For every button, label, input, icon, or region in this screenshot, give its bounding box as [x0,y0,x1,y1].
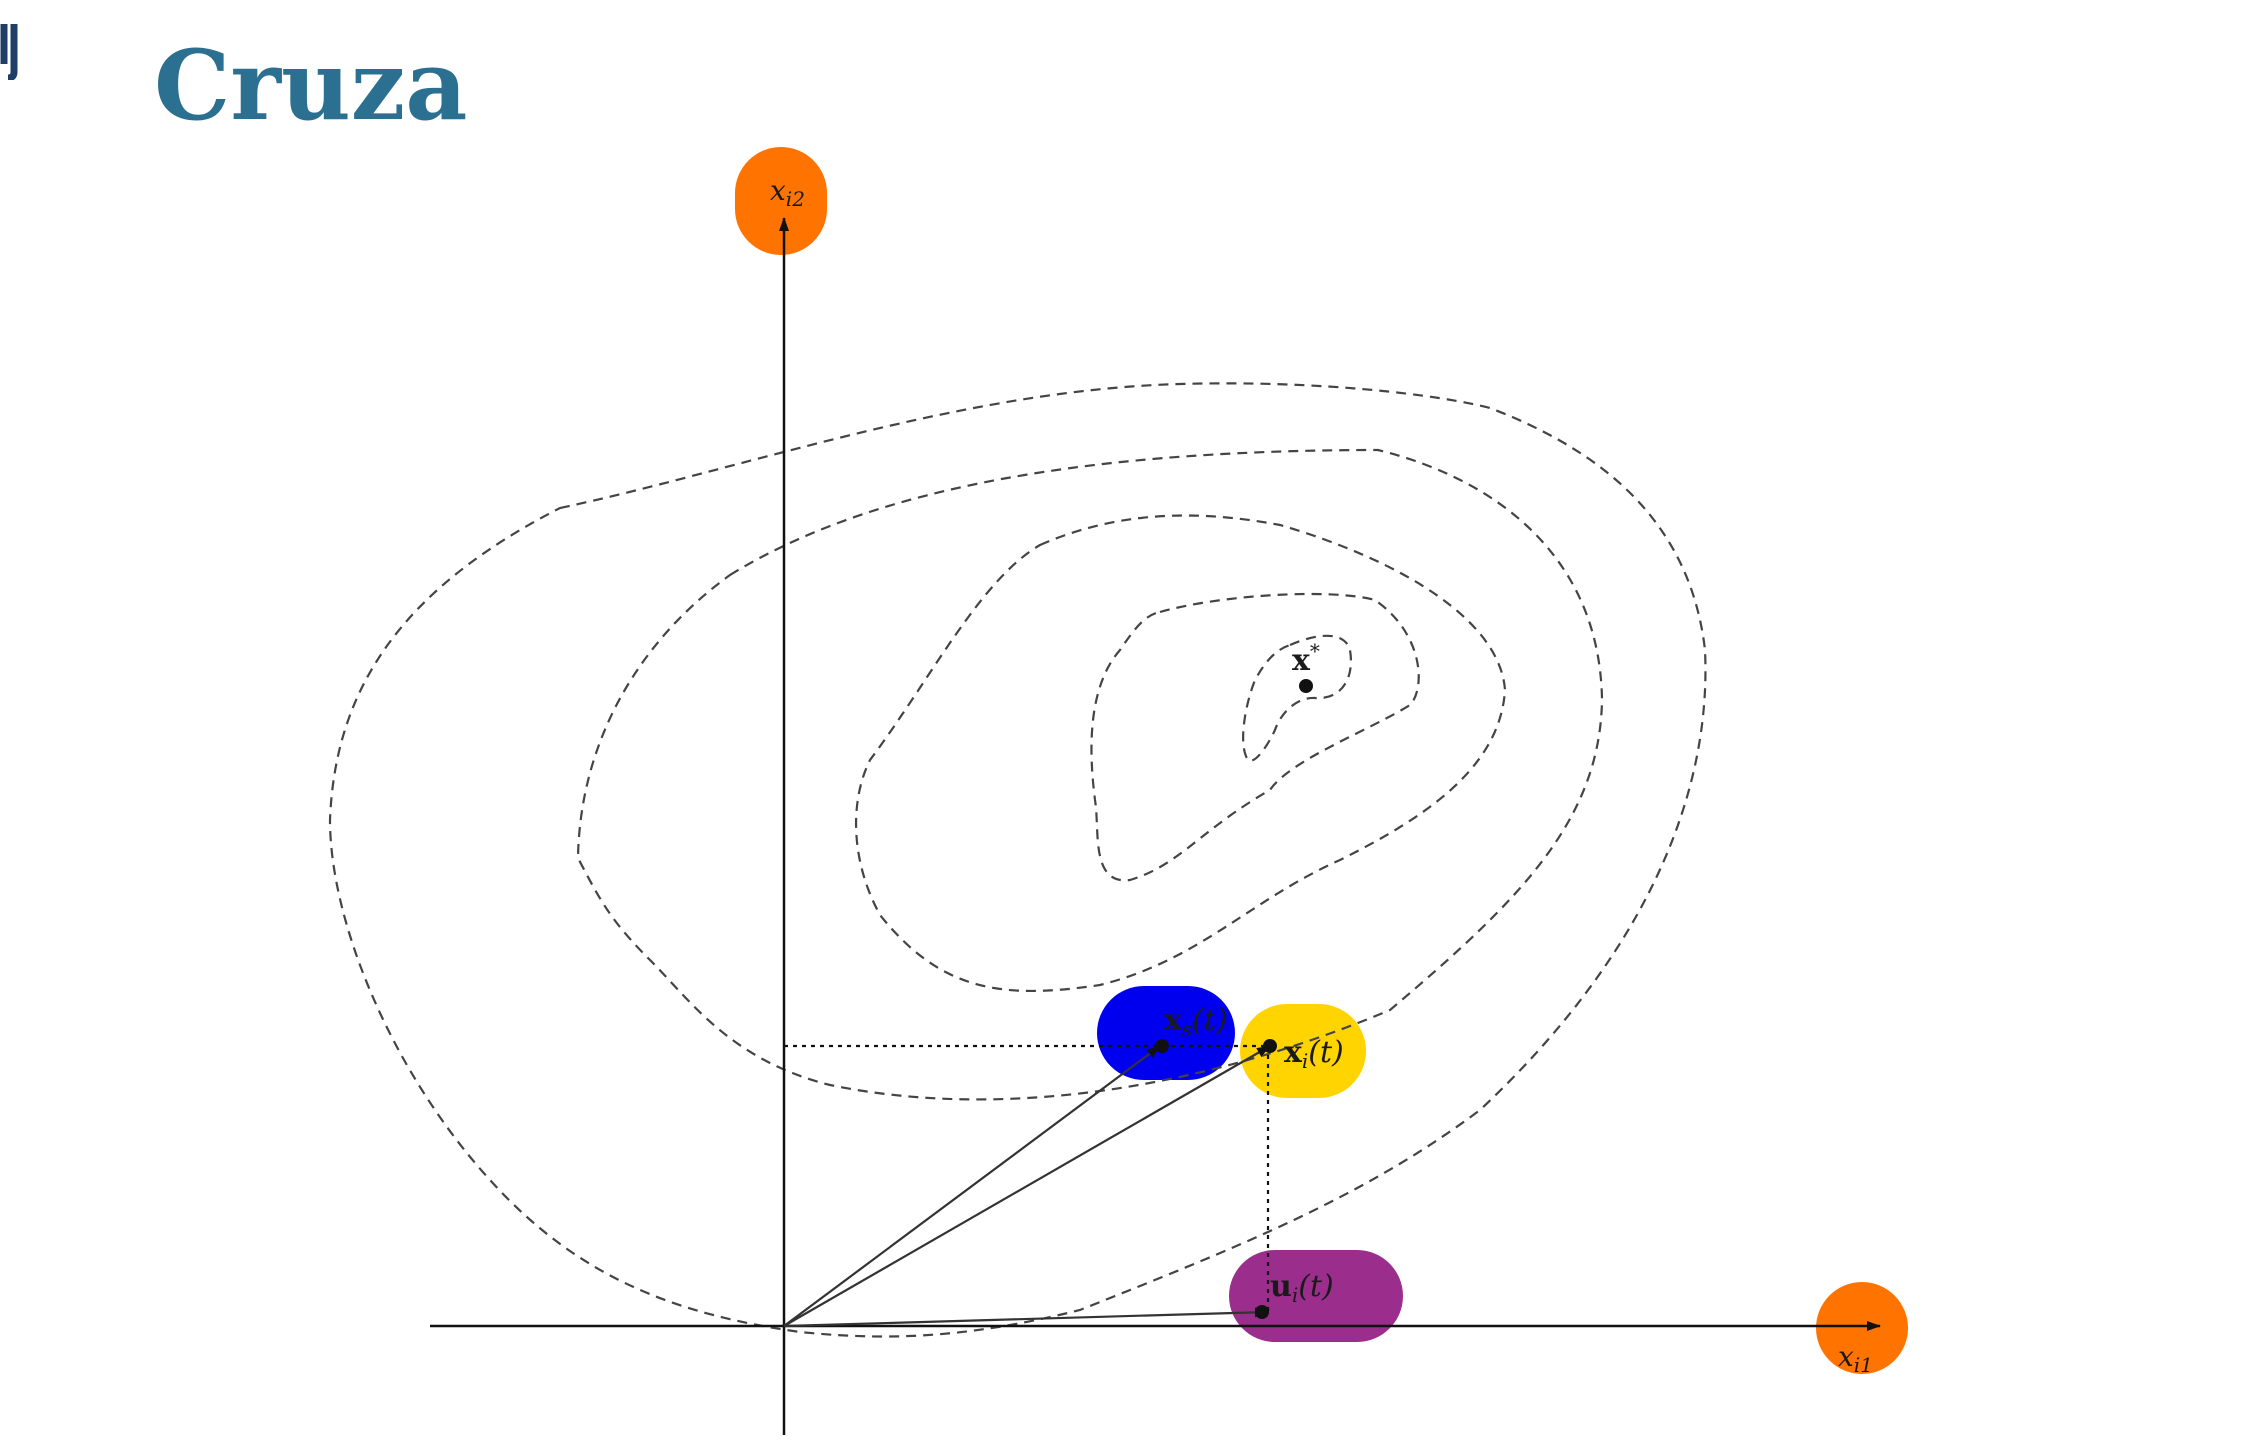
offspring-point [1255,1305,1269,1319]
vector-parent-s [783,1045,1161,1327]
y-axis-label: xi2 [770,174,805,211]
x-axis-label-sub: i1 [1854,1353,1873,1377]
parent-i-label: xi(t) [1284,1035,1344,1073]
vector-offspring [783,1307,1269,1328]
offspring-label-base: u [1270,1269,1292,1304]
contour-second [576,448,1604,1101]
parent-s-label-arg: (t) [1192,1003,1227,1038]
parent-s-label: xs(t) [1164,1003,1228,1041]
parent-s-point [1155,1039,1169,1053]
offspring-highlight [1229,1250,1403,1342]
optimum-label-base: x [1292,643,1311,678]
offspring-label: ui(t) [1270,1269,1334,1307]
slide-title: Cruza [154,29,468,142]
contour-third [854,514,1507,993]
x-axis-label-highlight [1816,1282,1908,1374]
optimum-label: x* [1292,639,1320,678]
contour-lines [328,382,1707,1338]
parent-i-highlight [1240,1004,1366,1098]
parent-s-label-base: x [1164,1003,1183,1038]
offspring-label-arg: (t) [1298,1269,1333,1304]
parent-s-label-sub: s [1182,1017,1192,1041]
parent-i-label-base: x [1284,1035,1303,1070]
parent-s-highlight [1097,986,1235,1080]
parent-i-point [1263,1039,1277,1053]
y-axis-label-sub: i2 [786,187,805,211]
optimum-point [1299,679,1313,693]
vector-parent-i [783,1045,1271,1327]
x-axis-label: xi1 [1838,1340,1873,1377]
y-axis-label-highlight [735,147,827,255]
institution-logo-fragment [0,24,18,80]
offspring-label-sub: i [1292,1283,1298,1307]
x-axis-label-base: x [1838,1340,1854,1373]
optimum-label-sup: * [1310,639,1320,663]
y-axis-label-base: x [770,174,786,207]
contour-inner [1242,634,1353,762]
contour-fourth [1090,592,1420,882]
parent-i-label-arg: (t) [1308,1035,1343,1070]
parent-i-label-sub: i [1302,1049,1308,1073]
contour-outer [328,382,1707,1338]
